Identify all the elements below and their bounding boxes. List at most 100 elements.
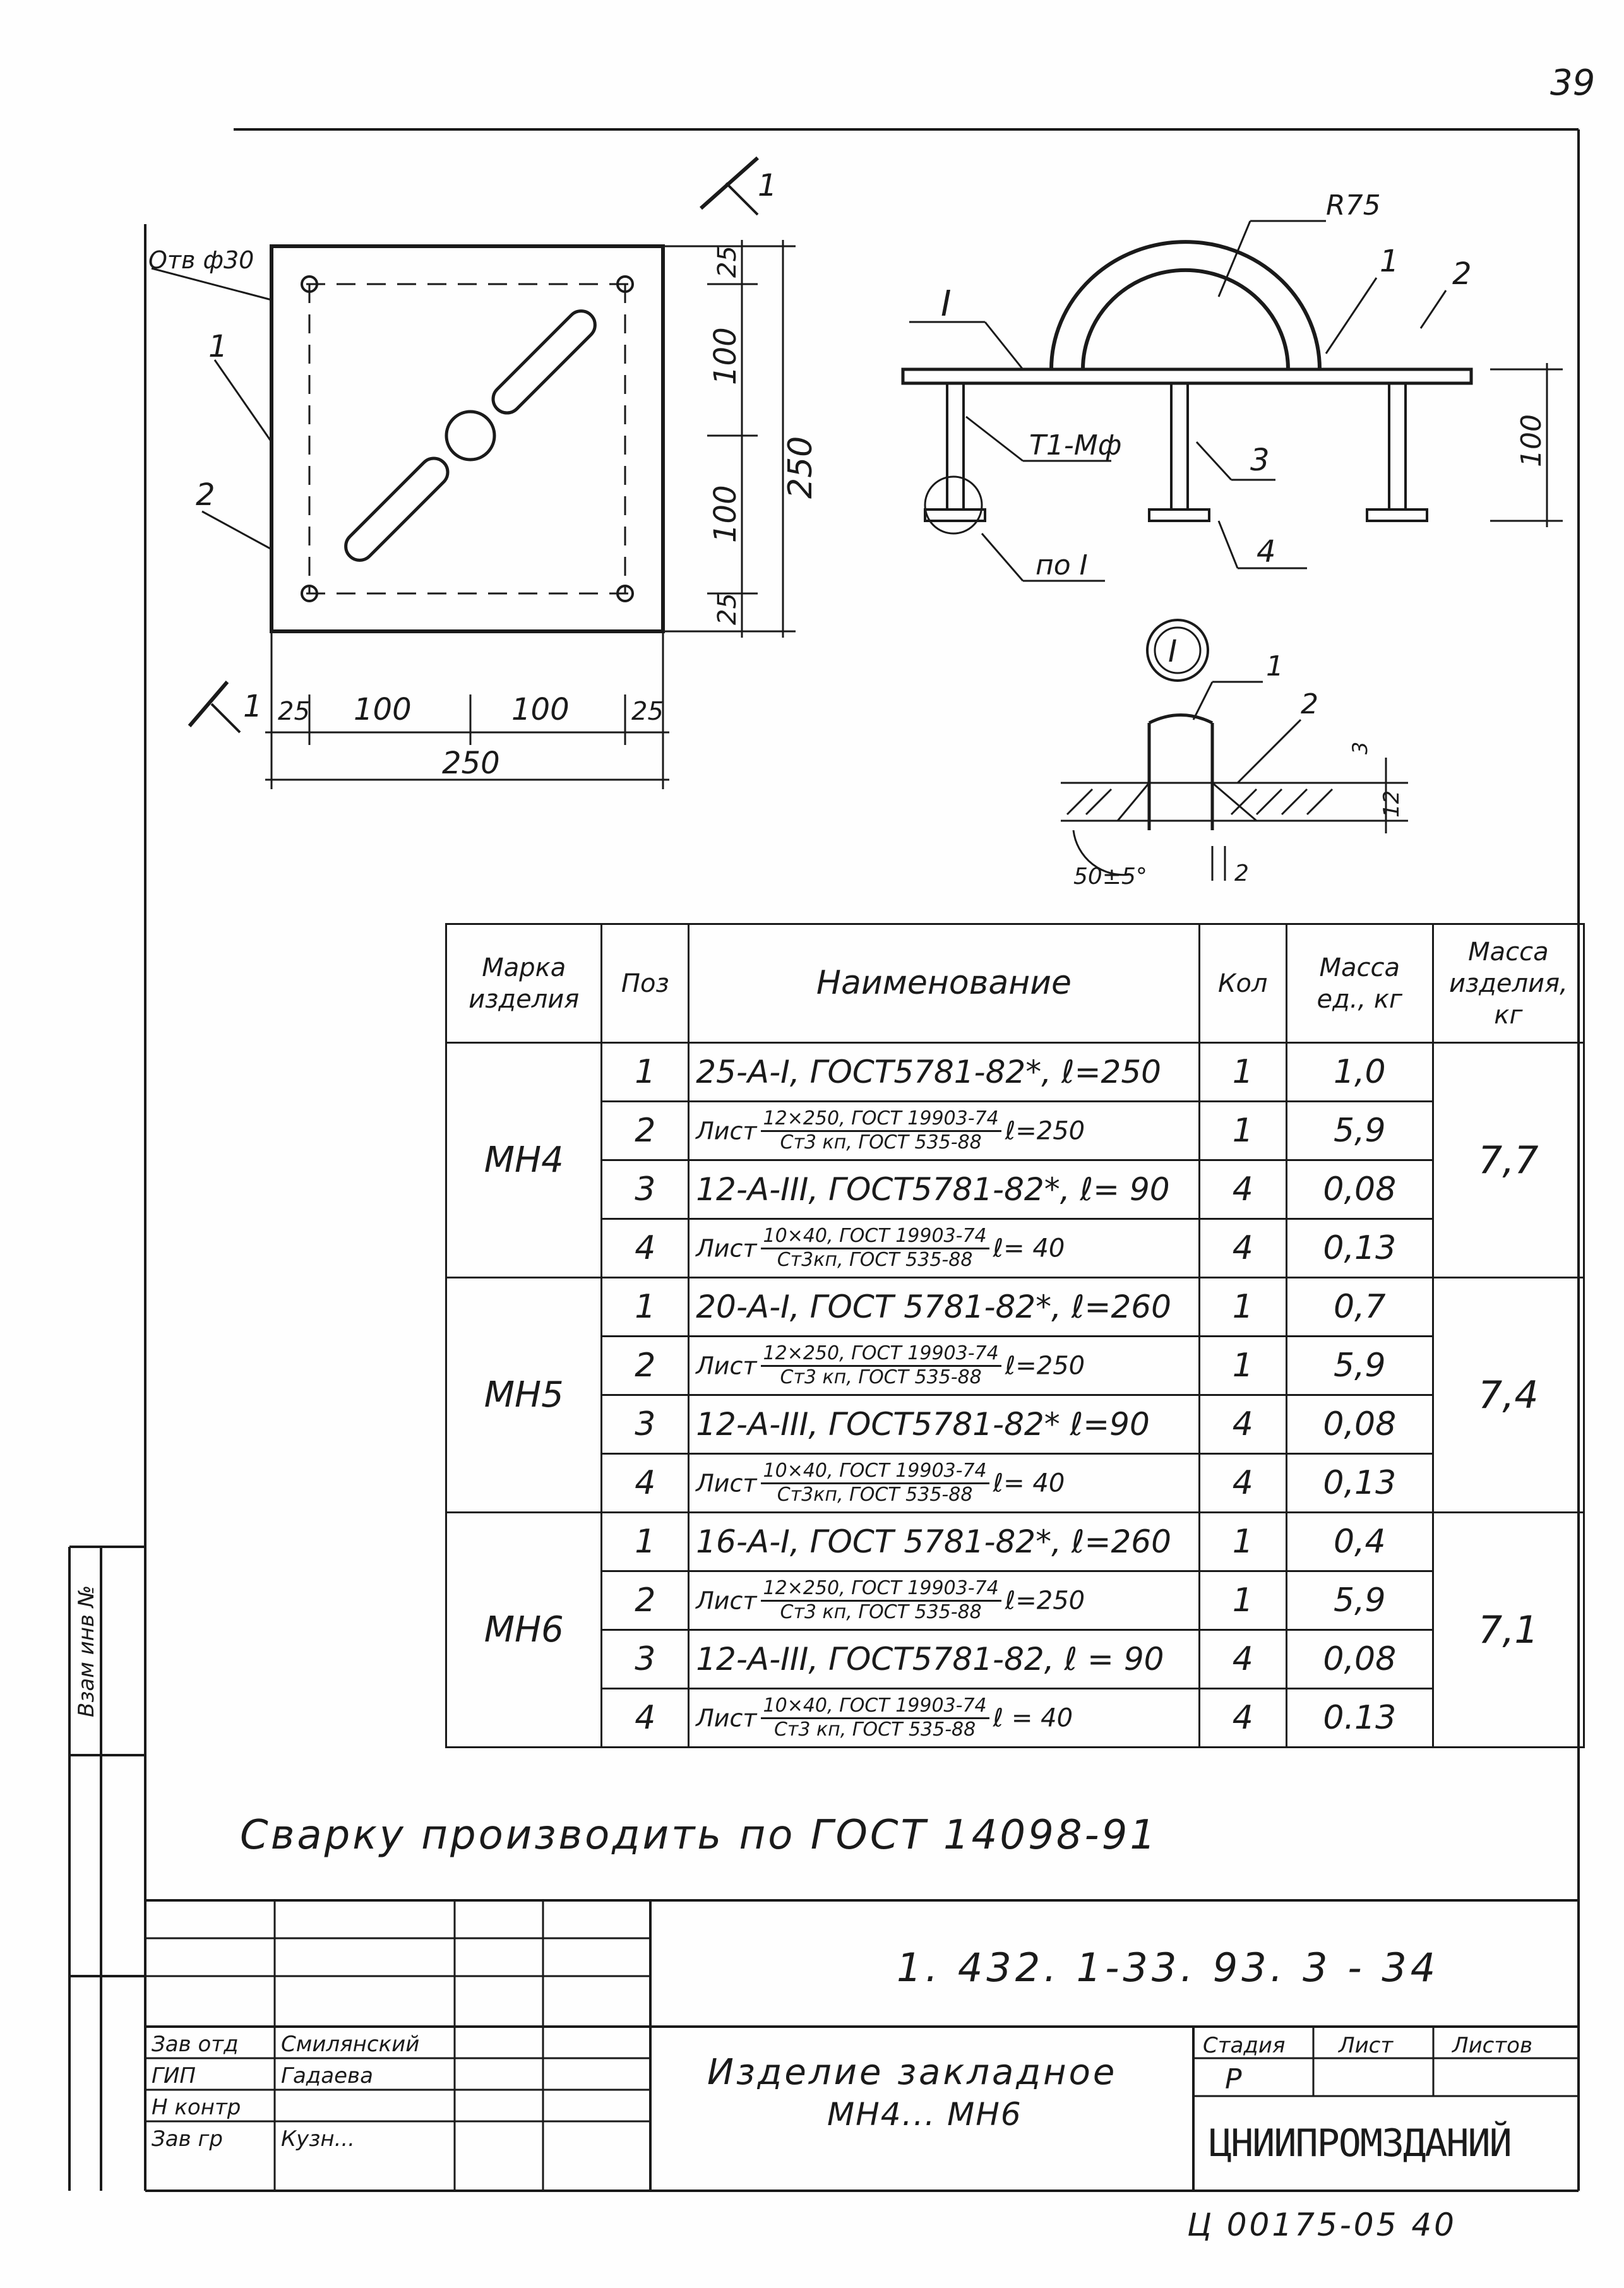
sheets-label: Листов: [1452, 2033, 1533, 2058]
position-cell: 3: [600, 1159, 690, 1220]
role-3: Н контр: [152, 2095, 241, 2120]
dim-v-2: 100: [708, 327, 743, 385]
organization-name: ЦНИИПРОМЗДАНИЙ: [1209, 2121, 1512, 2166]
dim-h-4: 25: [631, 697, 664, 726]
dim-h-total: 250: [442, 746, 500, 781]
drawing-title-line2: МН4... МН6: [827, 2096, 1022, 2133]
fraction-numerator: 12×250, ГОСТ 19903-74: [760, 1107, 1001, 1132]
fraction-denominator: Ст3кп, ГОСТ 535-88: [777, 1483, 973, 1506]
position-cell: 2: [600, 1335, 690, 1396]
fraction-numerator: 12×250, ГОСТ 19903-74: [760, 1342, 1001, 1367]
position-cell: 4: [600, 1688, 690, 1748]
item-name-cell: 12-А-III, ГОСТ5781-82, ℓ = 90: [688, 1629, 1200, 1689]
header-unit-mass: Масса ед., кг: [1285, 923, 1434, 1044]
item-name-cell: 16-А-I, ГОСТ 5781-82*, ℓ=260: [688, 1511, 1200, 1572]
item-length: ℓ=250: [1005, 1586, 1085, 1616]
total-mass-cell: 7,1: [1431, 1511, 1585, 1748]
section-callout-1: 1: [1380, 244, 1399, 279]
position-cell: 3: [600, 1629, 690, 1689]
section-mark-top: 1: [758, 168, 777, 203]
quantity-cell: 1: [1198, 1511, 1287, 1572]
unit-mass-cell: 0,13: [1285, 1453, 1434, 1513]
detail-dim-3: 3: [1348, 742, 1372, 754]
quantity-cell: 1: [1198, 1277, 1287, 1337]
unit-mass-cell: 0.13: [1285, 1688, 1434, 1748]
quantity-cell: 4: [1198, 1394, 1287, 1455]
item-length: ℓ=250: [1005, 1116, 1085, 1146]
position-cell: 4: [600, 1453, 690, 1513]
section-callout-3: 3: [1250, 443, 1270, 478]
position-cell: 1: [600, 1277, 690, 1337]
sheet-number: 39: [1550, 63, 1595, 104]
dim-h-2: 100: [354, 692, 412, 727]
weld-label: Т1-Мф: [1029, 429, 1121, 462]
node-ref: по I: [1036, 549, 1088, 581]
dim-h-1: 25: [278, 697, 310, 726]
quantity-cell: 4: [1198, 1688, 1287, 1748]
detail-dim-12: 12: [1379, 790, 1404, 818]
header-qty: Кол: [1198, 923, 1287, 1044]
item-length: ℓ = 40: [993, 1703, 1073, 1733]
header-name: Наименование: [688, 923, 1200, 1044]
position-cell: 2: [600, 1100, 690, 1161]
position-cell: 1: [600, 1042, 690, 1102]
item-length: ℓ= 40: [993, 1234, 1065, 1263]
fraction-denominator: Ст3 кп, ГОСТ 535-88: [780, 1131, 982, 1153]
dim-v-total: 250: [782, 436, 820, 499]
unit-mass-cell: 5,9: [1285, 1100, 1434, 1161]
unit-mass-cell: 1,0: [1285, 1042, 1434, 1102]
item-length: ℓ=250: [1005, 1351, 1085, 1381]
fraction-numerator: 10×40, ГОСТ 19903-74: [760, 1225, 989, 1249]
dim-v-1: 25: [713, 246, 742, 278]
item-prefix: Лист: [696, 1352, 757, 1380]
unit-mass-cell: 0,08: [1285, 1394, 1434, 1455]
position-cell: 3: [600, 1394, 690, 1455]
item-prefix: Лист: [696, 1117, 757, 1145]
dim-h-3: 100: [511, 692, 570, 727]
name-1: Смилянский: [281, 2032, 420, 2057]
item-name-cell: 12-А-III, ГОСТ5781-82* ℓ=90: [688, 1394, 1200, 1455]
item-prefix: Лист: [696, 1587, 757, 1615]
position-cell: 2: [600, 1570, 690, 1631]
item-name-cell: 25-А-I, ГОСТ5781-82*, ℓ=250: [688, 1042, 1200, 1102]
dim-v-3: 100: [708, 485, 743, 543]
unit-mass-cell: 5,9: [1285, 1570, 1434, 1631]
quantity-cell: 4: [1198, 1159, 1287, 1220]
stage-label: Стадия: [1203, 2033, 1286, 2058]
item-name-cell: 12-А-III, ГОСТ5781-82*, ℓ= 90: [688, 1159, 1200, 1220]
quantity-cell: 4: [1198, 1453, 1287, 1513]
radius-label: R75: [1326, 189, 1381, 222]
detail-callout-1: 1: [1266, 650, 1284, 682]
name-4: Кузн...: [281, 2126, 355, 2152]
section-callout-2: 2: [1452, 256, 1472, 292]
document-code: 1. 432. 1-33. 93. 3 - 34: [897, 1945, 1440, 1991]
unit-mass-cell: 0,4: [1285, 1511, 1434, 1572]
welding-note: Сварку производить по ГОСТ 14098-91: [240, 1812, 1159, 1859]
fraction-denominator: Ст3 кп, ГОСТ 535-88: [773, 1718, 976, 1741]
section-mark-bottom: 1: [243, 689, 263, 724]
item-length: ℓ= 40: [993, 1469, 1065, 1498]
height-dim: 100: [1515, 414, 1548, 467]
detail-angle: 50±5°: [1073, 864, 1147, 890]
role-1: Зав отд: [152, 2032, 239, 2057]
hole-label: Отв ф30: [148, 246, 254, 274]
total-mass-cell: 7,7: [1431, 1042, 1585, 1278]
side-stamp: Взам инв №: [74, 1585, 99, 1717]
